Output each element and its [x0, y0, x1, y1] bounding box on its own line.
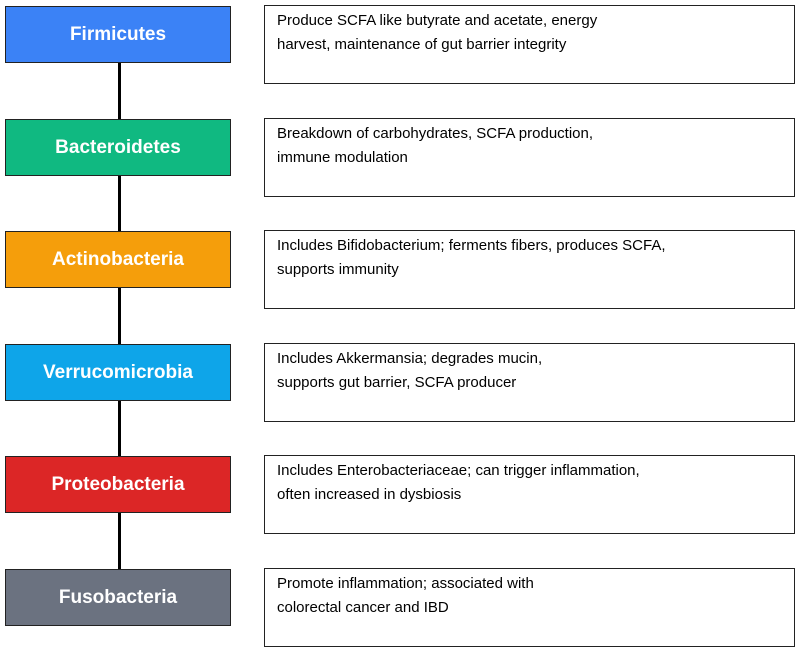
phylum-box-proteobacteria: Proteobacteria: [5, 456, 231, 513]
phylum-box-firmicutes: Firmicutes: [5, 6, 231, 63]
description-box-fusobacteria: Promote inflammation; associated with col…: [264, 568, 795, 647]
phylum-label: Actinobacteria: [52, 248, 184, 270]
phylum-box-fusobacteria: Fusobacteria: [5, 569, 231, 626]
description-box-verrucomicrobia: Includes Akkermansia; degrades mucin, sup…: [264, 343, 795, 422]
phylum-box-actinobacteria: Actinobacteria: [5, 231, 231, 288]
connector-line: [118, 288, 121, 344]
description-line: Breakdown of carbohydrates, SCFA product…: [277, 125, 594, 142]
description-box-bacteroidetes: Breakdown of carbohydrates, SCFA product…: [264, 118, 795, 197]
description-box-proteobacteria: Includes Enterobacteriaceae; can trigger…: [264, 455, 795, 534]
connector-line: [118, 63, 121, 119]
description-line: harvest, maintenance of gut barrier inte…: [277, 36, 567, 53]
description-line: Produce SCFA like butyrate and acetate, …: [277, 12, 598, 29]
description-line: Includes Bifidobacterium; ferments fiber…: [277, 237, 666, 254]
description-line: Includes Enterobacteriaceae; can trigger…: [277, 462, 640, 479]
description-line: immune modulation: [277, 149, 408, 166]
phylum-label: Firmicutes: [69, 23, 167, 45]
description-line: supports immunity: [277, 261, 399, 278]
description-line: often increased in dysbiosis: [277, 486, 462, 503]
description-box-actinobacteria: Includes Bifidobacterium; ferments fiber…: [264, 230, 795, 309]
connector-line: [118, 400, 121, 456]
phylum-box-verrucomicrobia: Verrucomicrobia: [5, 344, 231, 401]
phylum-label: Fusobacteria: [58, 586, 178, 608]
description-line: supports gut barrier, SCFA producer: [277, 374, 517, 391]
phylum-label: Proteobacteria: [51, 473, 185, 495]
connector-line: [118, 175, 121, 231]
description-line: Promote inflammation; associated with: [277, 575, 534, 592]
description-line: Includes Akkermansia; degrades mucin,: [277, 350, 543, 367]
description-line: colorectal cancer and IBD: [277, 599, 449, 616]
description-box-firmicutes: Produce SCFA like butyrate and acetate, …: [264, 5, 795, 84]
connector-line: [118, 513, 121, 569]
phylum-label: Verrucomicrobia: [43, 361, 193, 383]
phylum-label: Bacteroidetes: [55, 136, 181, 158]
phylum-box-bacteroidetes: Bacteroidetes: [5, 119, 231, 176]
